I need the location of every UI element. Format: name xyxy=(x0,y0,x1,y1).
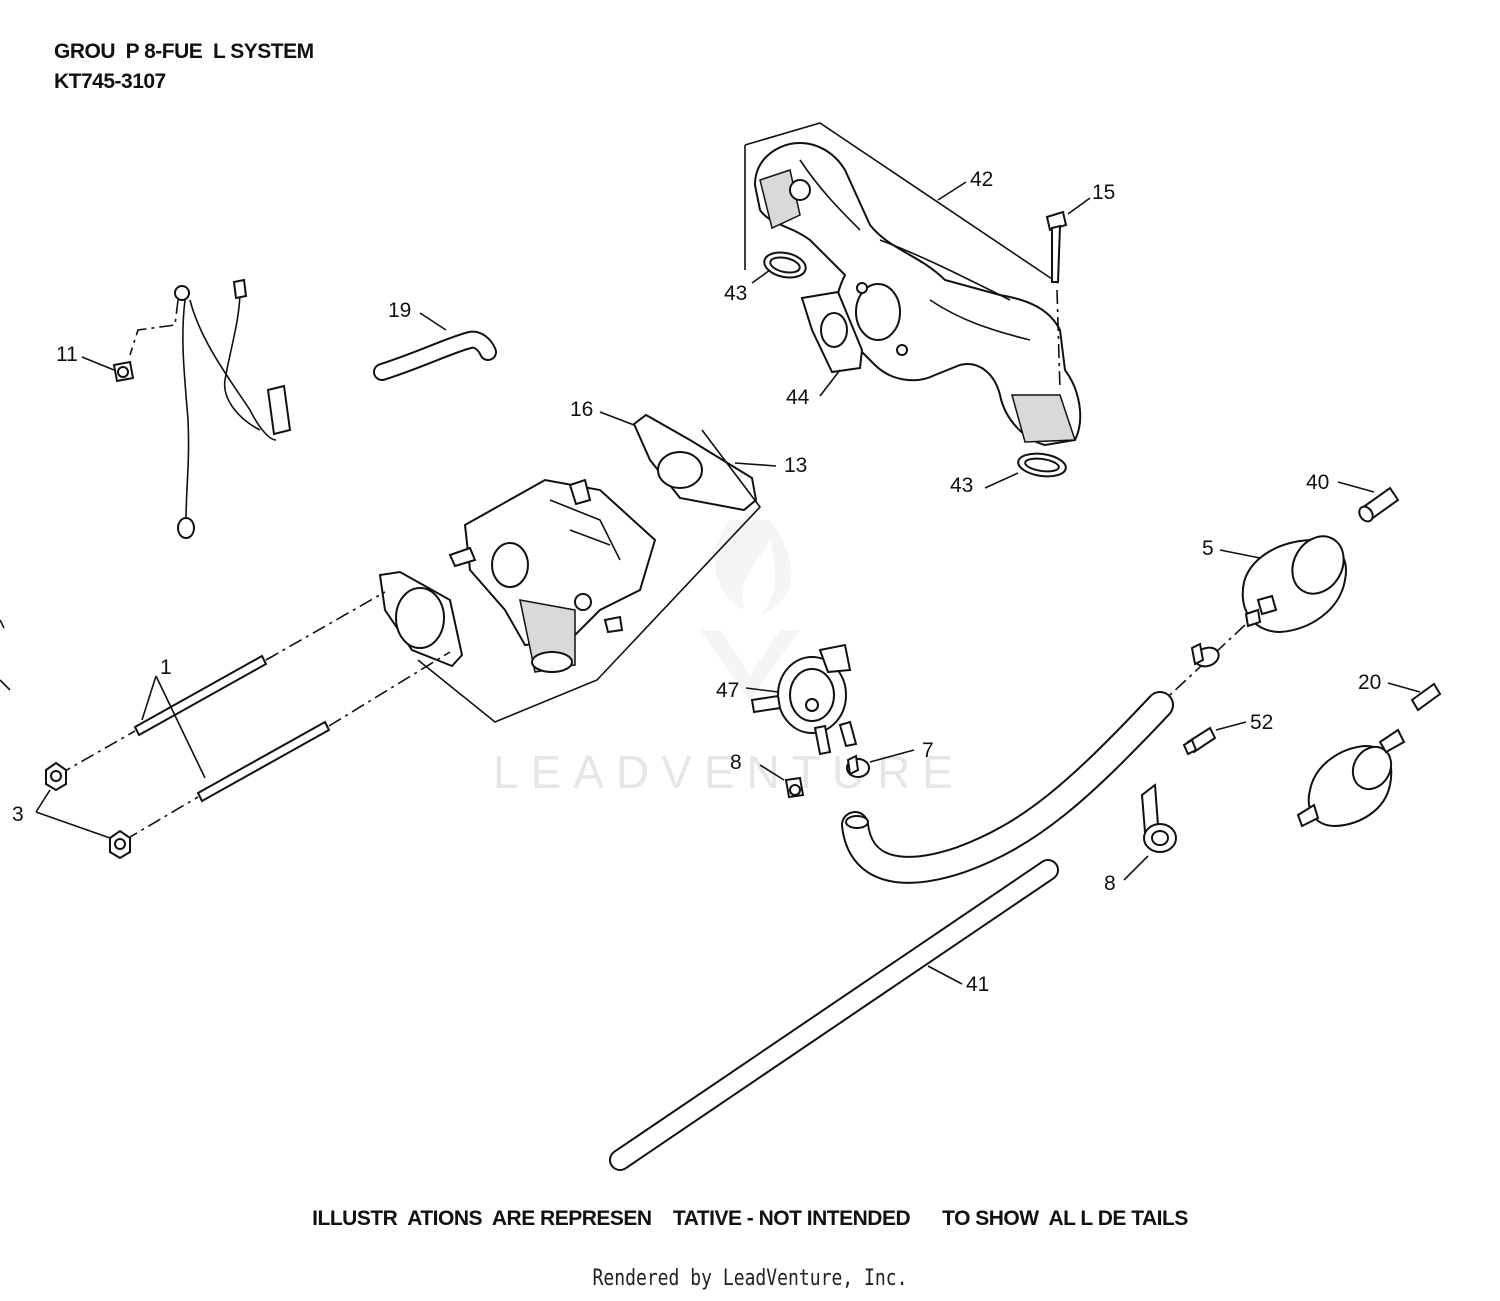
oring-gasket-part-43-lower[interactable] xyxy=(1017,451,1068,479)
callout-20[interactable]: 20 xyxy=(1358,671,1381,694)
screw-part-49[interactable] xyxy=(784,776,805,799)
leader-52 xyxy=(1215,721,1247,731)
leader-1 xyxy=(141,675,206,779)
hose-clamp-part-7[interactable] xyxy=(846,754,870,778)
leader-19 xyxy=(419,312,447,331)
model-number: KT745-3107 xyxy=(54,70,166,93)
leader-13 xyxy=(734,462,777,467)
carburetor-gasket-part-16[interactable] xyxy=(632,413,758,512)
callout-8-visible[interactable]: 8 xyxy=(1104,872,1116,895)
centerline-1-upper-b xyxy=(265,591,386,661)
callout-47[interactable]: 47 xyxy=(716,679,739,702)
vent-hose-part-19[interactable] xyxy=(373,330,497,381)
harness-centerline xyxy=(129,299,179,356)
centerline-5 xyxy=(1169,624,1246,696)
callout-7[interactable]: 7 xyxy=(922,739,934,762)
stud-part-1-lower[interactable] xyxy=(196,720,331,803)
ground-wire-harness-part[interactable] xyxy=(174,278,292,539)
disclaimer-text: ILLUSTR ATIONS ARE REPRESEN TATIVE - NOT… xyxy=(312,1207,1188,1230)
leader-11 xyxy=(81,356,115,371)
callout-19[interactable]: 19 xyxy=(388,299,411,322)
callout-15[interactable]: 15 xyxy=(1092,181,1115,204)
fitting-part-52[interactable] xyxy=(1182,726,1217,756)
leader-49 xyxy=(759,764,785,781)
centerline-15 xyxy=(1056,289,1061,391)
callout-1[interactable]: 1 xyxy=(160,656,172,679)
leader-3 xyxy=(35,789,111,839)
callout-40[interactable]: 40 xyxy=(1306,471,1329,494)
callout-16[interactable]: 16 xyxy=(570,398,593,421)
bolt-part-15[interactable] xyxy=(1045,210,1068,283)
spacer-part-20[interactable] xyxy=(1410,682,1442,712)
bracket-13 xyxy=(417,429,762,723)
leader-40 xyxy=(1337,481,1375,493)
manifold-gasket-part-44[interactable] xyxy=(800,290,864,374)
nut-part-3-upper[interactable] xyxy=(45,761,67,792)
callout-52[interactable]: 52 xyxy=(1250,711,1273,734)
centerline-1-lower-b xyxy=(328,651,451,727)
leader-20 xyxy=(1387,682,1421,693)
callout-43-upper[interactable]: 43 xyxy=(724,282,747,305)
oring-gasket-part-43-upper[interactable] xyxy=(762,249,808,281)
centerline-1-lower xyxy=(124,796,199,841)
fuel-filter-part-5[interactable] xyxy=(1241,527,1354,634)
leader-43-lower xyxy=(984,472,1019,489)
callout-5[interactable]: 5 xyxy=(1202,537,1214,560)
bracket-42 xyxy=(744,122,1059,284)
fuel-pump-part-47[interactable] xyxy=(750,643,858,756)
watermark-text: LEADVENTURE xyxy=(493,746,965,798)
hose-clamp-part-upper[interactable] xyxy=(1190,642,1221,670)
hose-clip-part-8[interactable] xyxy=(1140,783,1177,853)
callout-49[interactable]: 8 xyxy=(730,751,742,774)
inline-fuel-filter-part[interactable] xyxy=(1296,728,1406,828)
leader-41 xyxy=(927,965,963,985)
centerline-1-upper xyxy=(57,730,136,776)
leader-5 xyxy=(1219,549,1261,559)
leader-44 xyxy=(819,369,841,397)
leader-42 xyxy=(937,181,967,201)
rendered-by-text: Rendered by LeadVenture, Inc. xyxy=(592,1266,908,1291)
callout-3[interactable]: 3 xyxy=(12,803,24,826)
leader-7 xyxy=(869,749,915,763)
callout-42[interactable]: 42 xyxy=(970,168,993,191)
watermark-logo xyxy=(700,520,800,700)
stud-part-1-upper[interactable] xyxy=(133,654,268,737)
diagram-title: GROU P 8-FUE L SYSTEM xyxy=(54,40,314,63)
leader-16 xyxy=(599,411,635,426)
carburetor-assembly-part[interactable] xyxy=(378,478,657,673)
callout-44[interactable]: 44 xyxy=(786,386,810,409)
callout-13[interactable]: 13 xyxy=(784,454,807,477)
intake-manifold-part[interactable] xyxy=(753,141,1082,447)
leader-43-upper xyxy=(751,269,771,284)
callout-41[interactable]: 41 xyxy=(966,973,989,996)
nut-part-3-lower[interactable] xyxy=(109,829,131,860)
spacer-part-40[interactable] xyxy=(1356,486,1400,524)
callout-43-lower[interactable]: 43 xyxy=(950,474,973,497)
leader-47 xyxy=(745,687,779,693)
leader-15 xyxy=(1067,197,1091,215)
screw-part-11[interactable] xyxy=(112,360,135,383)
leader-8 xyxy=(1123,855,1149,881)
fuel-hose-part[interactable] xyxy=(841,691,1174,884)
callout-11[interactable]: 11 xyxy=(56,343,78,366)
edge-fragment xyxy=(0,619,11,691)
fuel-line-part-41[interactable] xyxy=(609,859,1059,1171)
